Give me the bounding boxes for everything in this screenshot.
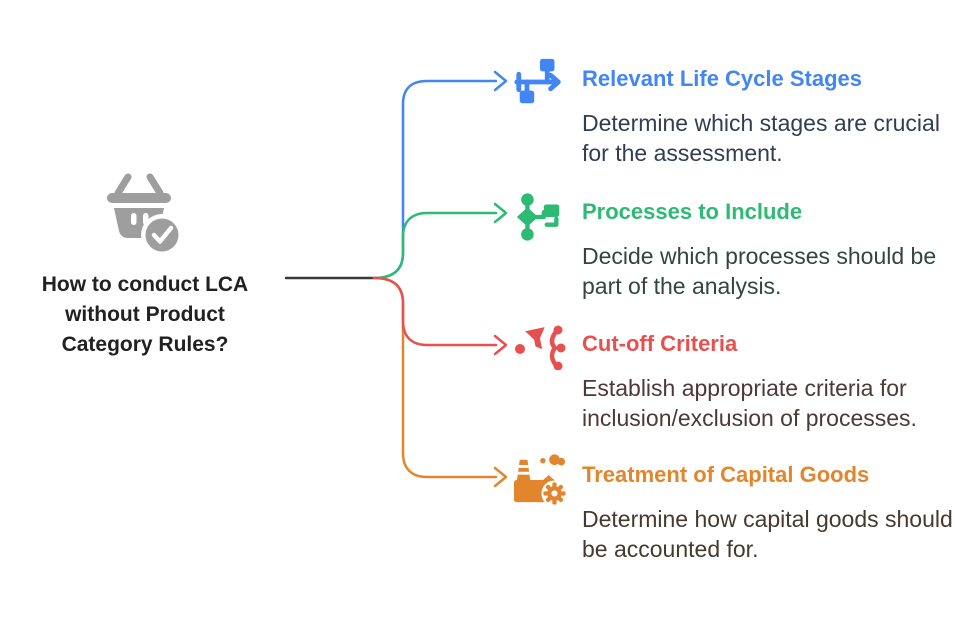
branch-treatment-of-capital-goods: Treatment of Capital Goods Determine how… [582, 462, 957, 564]
branch-description: Determine how capital goods should be ac… [582, 506, 953, 562]
branch-title: Processes to Include [582, 199, 803, 224]
branch-line-red [372, 276, 498, 347]
arrowhead-blue-icon [493, 70, 508, 92]
branch-description: Determine which stages are crucial for t… [582, 110, 940, 166]
flowchart-icon [516, 193, 560, 241]
branch-cut-off-criteria: Cut-off Criteria Establish appropriate c… [582, 331, 957, 433]
branch-line-green [372, 211, 498, 280]
branch-description: Decide which processes should be part of… [582, 243, 937, 299]
branch-title: Relevant Life Cycle Stages [582, 66, 863, 91]
branch-description: Establish appropriate criteria for inclu… [582, 375, 917, 431]
timeline-stages-icon [514, 58, 561, 104]
arrowhead-red-icon [493, 334, 508, 356]
branch-relevant-life-cycle-stages: Relevant Life Cycle Stages Determine whi… [582, 66, 957, 168]
basket-check-icon [107, 173, 183, 256]
factory-gear-icon [513, 454, 568, 506]
arrowhead-orange-icon [493, 466, 508, 488]
branch-line-blue [372, 79, 498, 280]
root-title: How to conduct LCA without Product Categ… [20, 270, 270, 360]
root-title-line: without Product [65, 303, 225, 326]
branch-title: Treatment of Capital Goods [582, 462, 870, 487]
root-title-line: How to conduct LCA [41, 273, 249, 296]
root-title-line: Category Rules? [61, 333, 229, 356]
branch-title: Cut-off Criteria [582, 331, 738, 356]
branch-processes-to-include: Processes to Include Decide which proces… [582, 199, 957, 301]
branch-line-orange [372, 276, 498, 479]
arrowhead-green-icon [493, 202, 508, 224]
filter-branch-icon [515, 325, 566, 370]
